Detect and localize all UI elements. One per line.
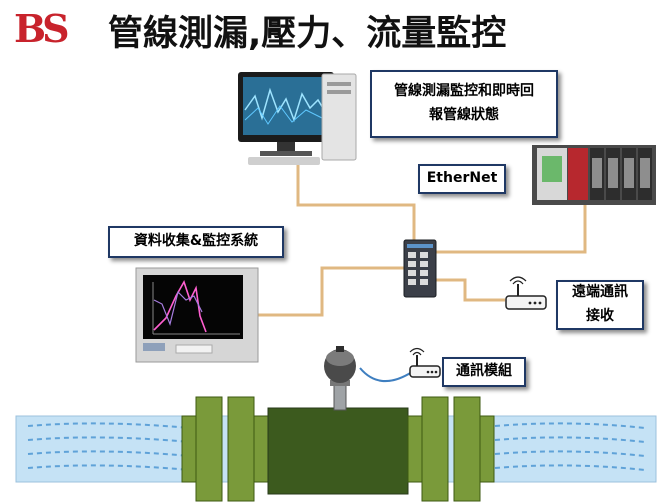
comm-module-icon [409,347,441,378]
desktop-computer-icon [238,72,357,165]
wire-switch-to-router [436,278,505,302]
network-wires [258,165,587,317]
wire-sensor-to-module [359,367,413,382]
ethernet-label: EtherNet [418,164,506,194]
monitor-status-label: 管線測漏監控和即時回 報管線狀態 [370,70,558,138]
router-icon [505,276,547,310]
hmi-panel-icon [135,267,259,363]
pressure-sensor-icon [324,346,356,411]
ethernet-text: EtherNet [426,170,498,187]
wire-hmi-to-switch [258,266,404,317]
wire-plc-to-switch [436,205,587,254]
plc-controller-icon [532,145,656,205]
wire-pc-to-switch [296,165,416,240]
data-system-label: 資料收集&監控系統 [108,226,284,258]
data-system-text: 資料收集&監控系統 [133,233,259,250]
pipe-section [181,396,495,502]
monitor-status-line-2: 報管線狀態 [429,107,499,123]
remote-receive-label: 遠端通訊 接收 [556,280,644,330]
company-logo: BS [14,6,70,51]
remote-receive-line-2: 接收 [586,308,614,324]
monitor-status-line-1: 管線測漏監控和即時回 [394,83,534,100]
network-switch-icon [403,239,437,298]
comm-module-label: 通訊模組 [442,357,526,387]
page-title: 管線測漏,壓力、流量監控 [108,14,507,54]
remote-receive-line-1: 遠端通訊 [572,284,628,301]
comm-module-text: 通訊模組 [456,363,512,380]
